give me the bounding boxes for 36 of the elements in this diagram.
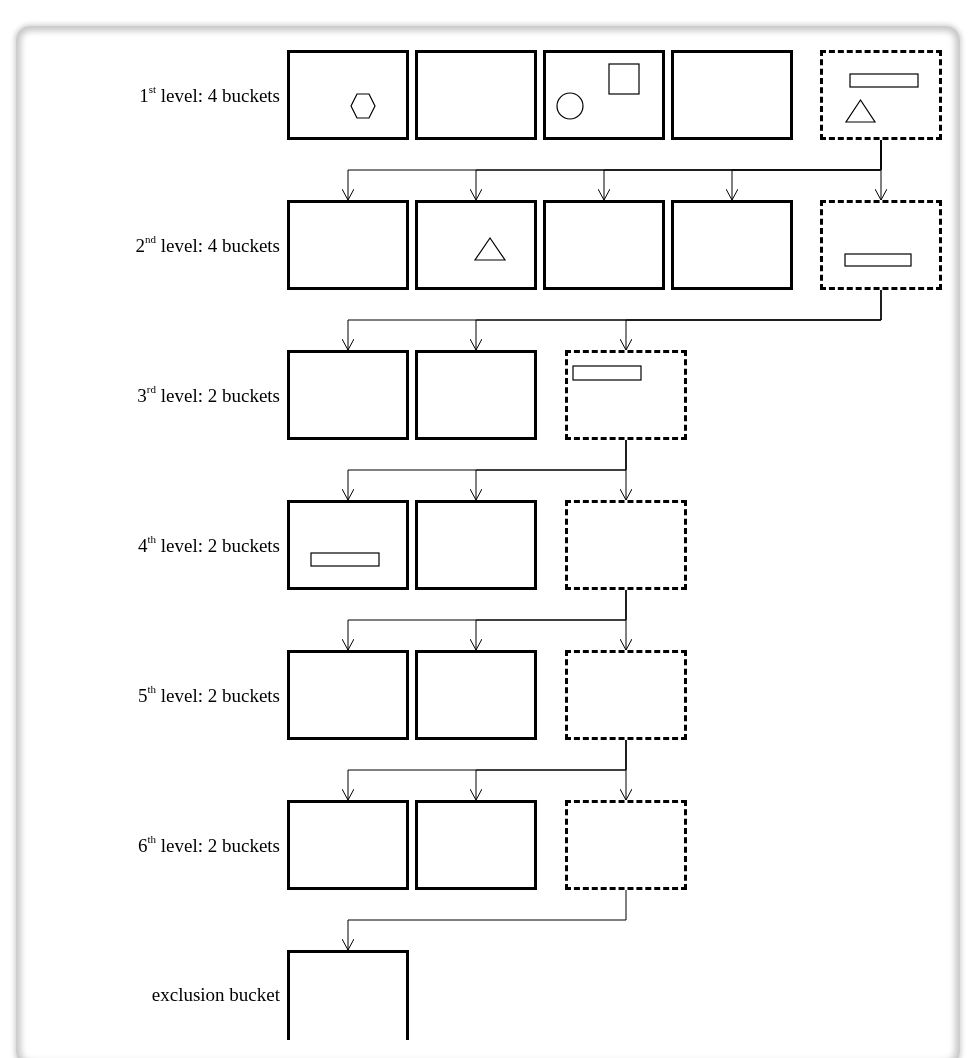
bucket-box (820, 200, 942, 290)
bucket-box (287, 500, 409, 590)
bucket-box (415, 50, 537, 140)
bucket-box (287, 350, 409, 440)
arrow (619, 739, 633, 801)
bucket-box (543, 50, 665, 140)
bucket-box (415, 800, 537, 890)
bucket-box (287, 950, 409, 1040)
level-label: 3$^{rd}$ level: 2 buckets (137, 383, 280, 407)
arrow (619, 289, 882, 351)
bucket-box (820, 50, 942, 140)
arrow (619, 439, 633, 501)
bucket-box (543, 200, 665, 290)
bucket-box (565, 800, 687, 890)
level-label: 6$^{th}$ level: 2 buckets (137, 833, 280, 857)
bucket-box (287, 650, 409, 740)
arrow (341, 889, 627, 951)
level-label: 5$^{th}$ level: 2 buckets (137, 683, 280, 707)
level-label: 2$^{nd}$ level: 4 buckets (135, 233, 280, 257)
bucket-box (287, 200, 409, 290)
bucket-box (671, 50, 793, 140)
bucket-box (671, 200, 793, 290)
bucket-box (565, 650, 687, 740)
bucket-box (287, 50, 409, 140)
bucket-box (565, 500, 687, 590)
bucket-box (415, 200, 537, 290)
bucket-box (415, 650, 537, 740)
level-label: exclusion bucket (151, 984, 280, 1006)
level-label: 4$^{th}$ level: 2 buckets (137, 533, 280, 557)
bucket-box (287, 800, 409, 890)
level-label: 1$^{st}$ level: 4 buckets (139, 83, 280, 107)
bucket-box (565, 350, 687, 440)
arrow (874, 139, 888, 201)
bucket-box (415, 500, 537, 590)
arrow (619, 589, 633, 651)
bucket-box (415, 350, 537, 440)
